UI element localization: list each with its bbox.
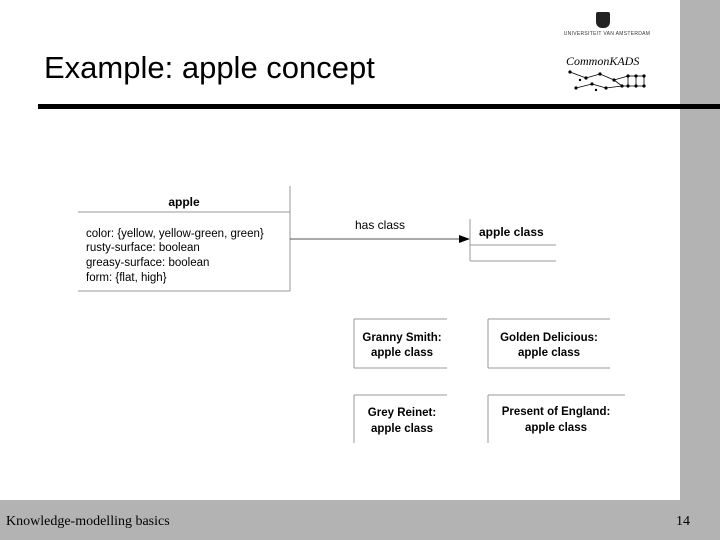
concept-attribute: color: {yellow, yellow-green, green}: [86, 228, 264, 240]
instance-type: apple class: [525, 422, 587, 434]
concept-attribute: greasy-surface: boolean: [86, 257, 209, 269]
concept-attribute: form: {flat, high}: [86, 272, 167, 284]
logo-university-name: UNIVERSITEIT VAN AMSTERDAM: [563, 31, 651, 37]
instance-type: apple class: [518, 347, 580, 359]
instance-box-present-of-england: Present of England: apple class: [487, 394, 625, 443]
class-name: apple class: [479, 225, 544, 239]
instance-type: apple class: [371, 347, 433, 359]
instance-box-granny-smith: Granny Smith: apple class: [353, 318, 447, 369]
university-crest-icon: [596, 12, 610, 28]
concept-attribute: rusty-surface: boolean: [86, 242, 200, 254]
arrowhead-icon: [459, 235, 470, 243]
concept-name: apple: [168, 195, 200, 209]
instance-box-grey-reinet: Grey Reinet: apple class: [353, 394, 447, 443]
concept-diagram: apple color: {yellow, yellow-green, gree…: [78, 186, 625, 443]
title-underline: [38, 104, 720, 109]
footer-band: [0, 500, 720, 540]
footer-course-title: Knowledge-modelling basics: [6, 514, 170, 529]
right-margin-band: [680, 0, 720, 540]
instance-name: Grey Reinet:: [368, 407, 436, 419]
commonkads-logo: UNIVERSITEIT VAN AMSTERDAM CommonKADS: [562, 12, 652, 94]
instance-name: Granny Smith:: [362, 332, 441, 344]
has-class-relation: has class: [290, 218, 470, 243]
slide: [0, 0, 680, 500]
concept-box-apple: apple color: {yellow, yellow-green, gree…: [78, 186, 291, 292]
instance-name: Present of England:: [502, 406, 611, 418]
logo-network-icon: [568, 70, 646, 92]
class-box-apple-class: apple class: [469, 219, 556, 262]
relation-label: has class: [355, 218, 405, 232]
instance-box-golden-delicious: Golden Delicious: apple class: [487, 318, 610, 369]
instance-name: Golden Delicious:: [500, 332, 598, 344]
logo-name: CommonKADS: [566, 54, 640, 68]
slide-title: Example: apple concept: [44, 50, 375, 85]
instance-type: apple class: [371, 423, 433, 435]
page-number: 14: [676, 514, 690, 529]
